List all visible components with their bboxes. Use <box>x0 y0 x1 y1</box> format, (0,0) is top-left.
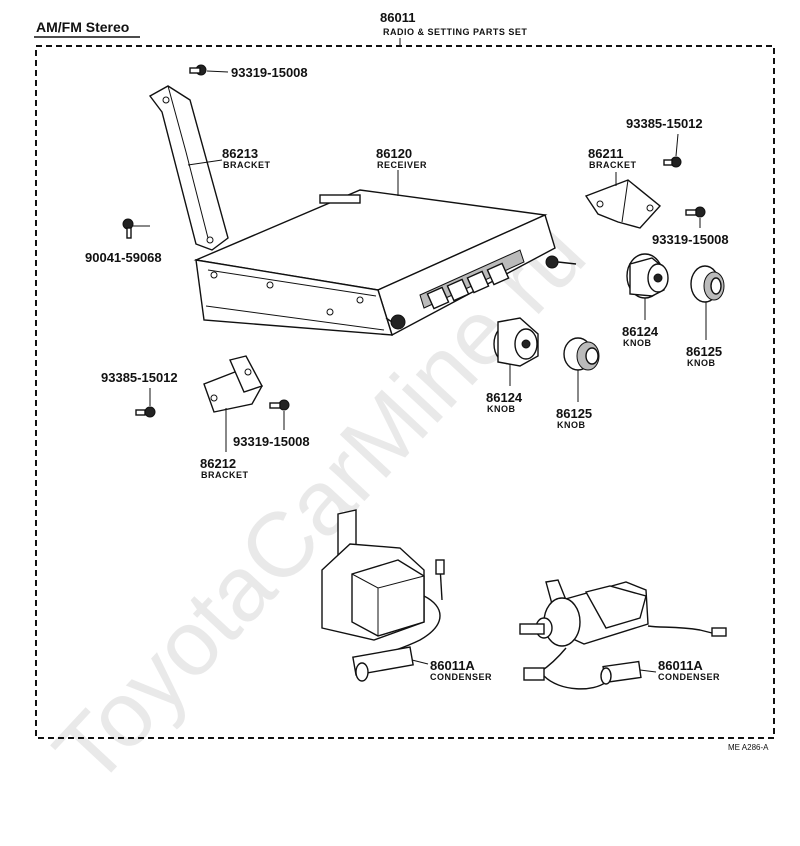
bracket-86211-drawing <box>584 172 662 229</box>
label-86211-desc: BRACKET <box>589 160 637 170</box>
label-condenser-right-code: 86011A <box>658 658 703 673</box>
label-90041: 90041-59068 <box>85 250 162 265</box>
label-condenser-left-desc: CONDENSER <box>430 672 492 682</box>
bolt-right-drawing <box>685 206 706 228</box>
screw-93385-right-drawing <box>663 133 682 168</box>
label-86213-code: 86213 <box>222 146 258 161</box>
label-condenser-left-code: 86011A <box>430 658 475 673</box>
label-86125-center-code: 86125 <box>556 406 592 421</box>
label-86124-center-code: 86124 <box>486 390 523 405</box>
label-86125-center-desc: KNOB <box>557 420 586 430</box>
set-code: 86011 <box>380 10 415 25</box>
label-86124-right-code: 86124 <box>622 324 659 339</box>
screw-93385-left-drawing <box>135 388 156 418</box>
screw-90041-drawing <box>122 218 150 239</box>
bracket-86213-drawing <box>148 85 229 251</box>
condenser-right-drawing <box>519 579 727 690</box>
label-86211-code: 86211 <box>588 146 623 161</box>
label-86124-right-desc: KNOB <box>623 338 652 348</box>
knob-86124-center-drawing <box>493 317 539 386</box>
page-title: AM/FM Stereo <box>36 19 129 35</box>
label-93385-left: 93385-15012 <box>101 370 178 385</box>
label-86212-code: 86212 <box>200 456 236 471</box>
label-bolt-top: 93319-15008 <box>231 65 308 80</box>
knob-86124-right-drawing <box>626 253 669 320</box>
header: AM/FM Stereo 86011 RADIO & SETTING PARTS… <box>34 10 527 46</box>
set-desc: RADIO & SETTING PARTS SET <box>383 27 527 37</box>
reference-code: ME A286-A <box>728 743 769 752</box>
bolt-top-drawing <box>189 64 229 76</box>
label-86212-desc: BRACKET <box>201 470 249 480</box>
label-bolt-left: 93319-15008 <box>233 434 310 449</box>
label-bolt-right: 93319-15008 <box>652 232 729 247</box>
label-86125-right-desc: KNOB <box>687 358 716 368</box>
label-86213-desc: BRACKET <box>223 160 271 170</box>
label-86124-center-desc: KNOB <box>487 404 516 414</box>
knob-86125-center-drawing <box>563 337 600 402</box>
label-93385-right: 93385-15012 <box>626 116 703 131</box>
bolt-left-drawing <box>269 399 290 430</box>
label-condenser-right-desc: CONDENSER <box>658 672 720 682</box>
knob-86125-right-drawing <box>690 265 725 340</box>
label-86125-right-code: 86125 <box>686 344 722 359</box>
label-86120-desc: RECEIVER <box>377 160 427 170</box>
label-86120-code: 86120 <box>376 146 412 161</box>
condenser-left-drawing <box>321 509 445 682</box>
set-boundary <box>35 45 775 739</box>
bracket-86212-drawing <box>203 355 264 452</box>
receiver-drawing <box>193 170 577 337</box>
